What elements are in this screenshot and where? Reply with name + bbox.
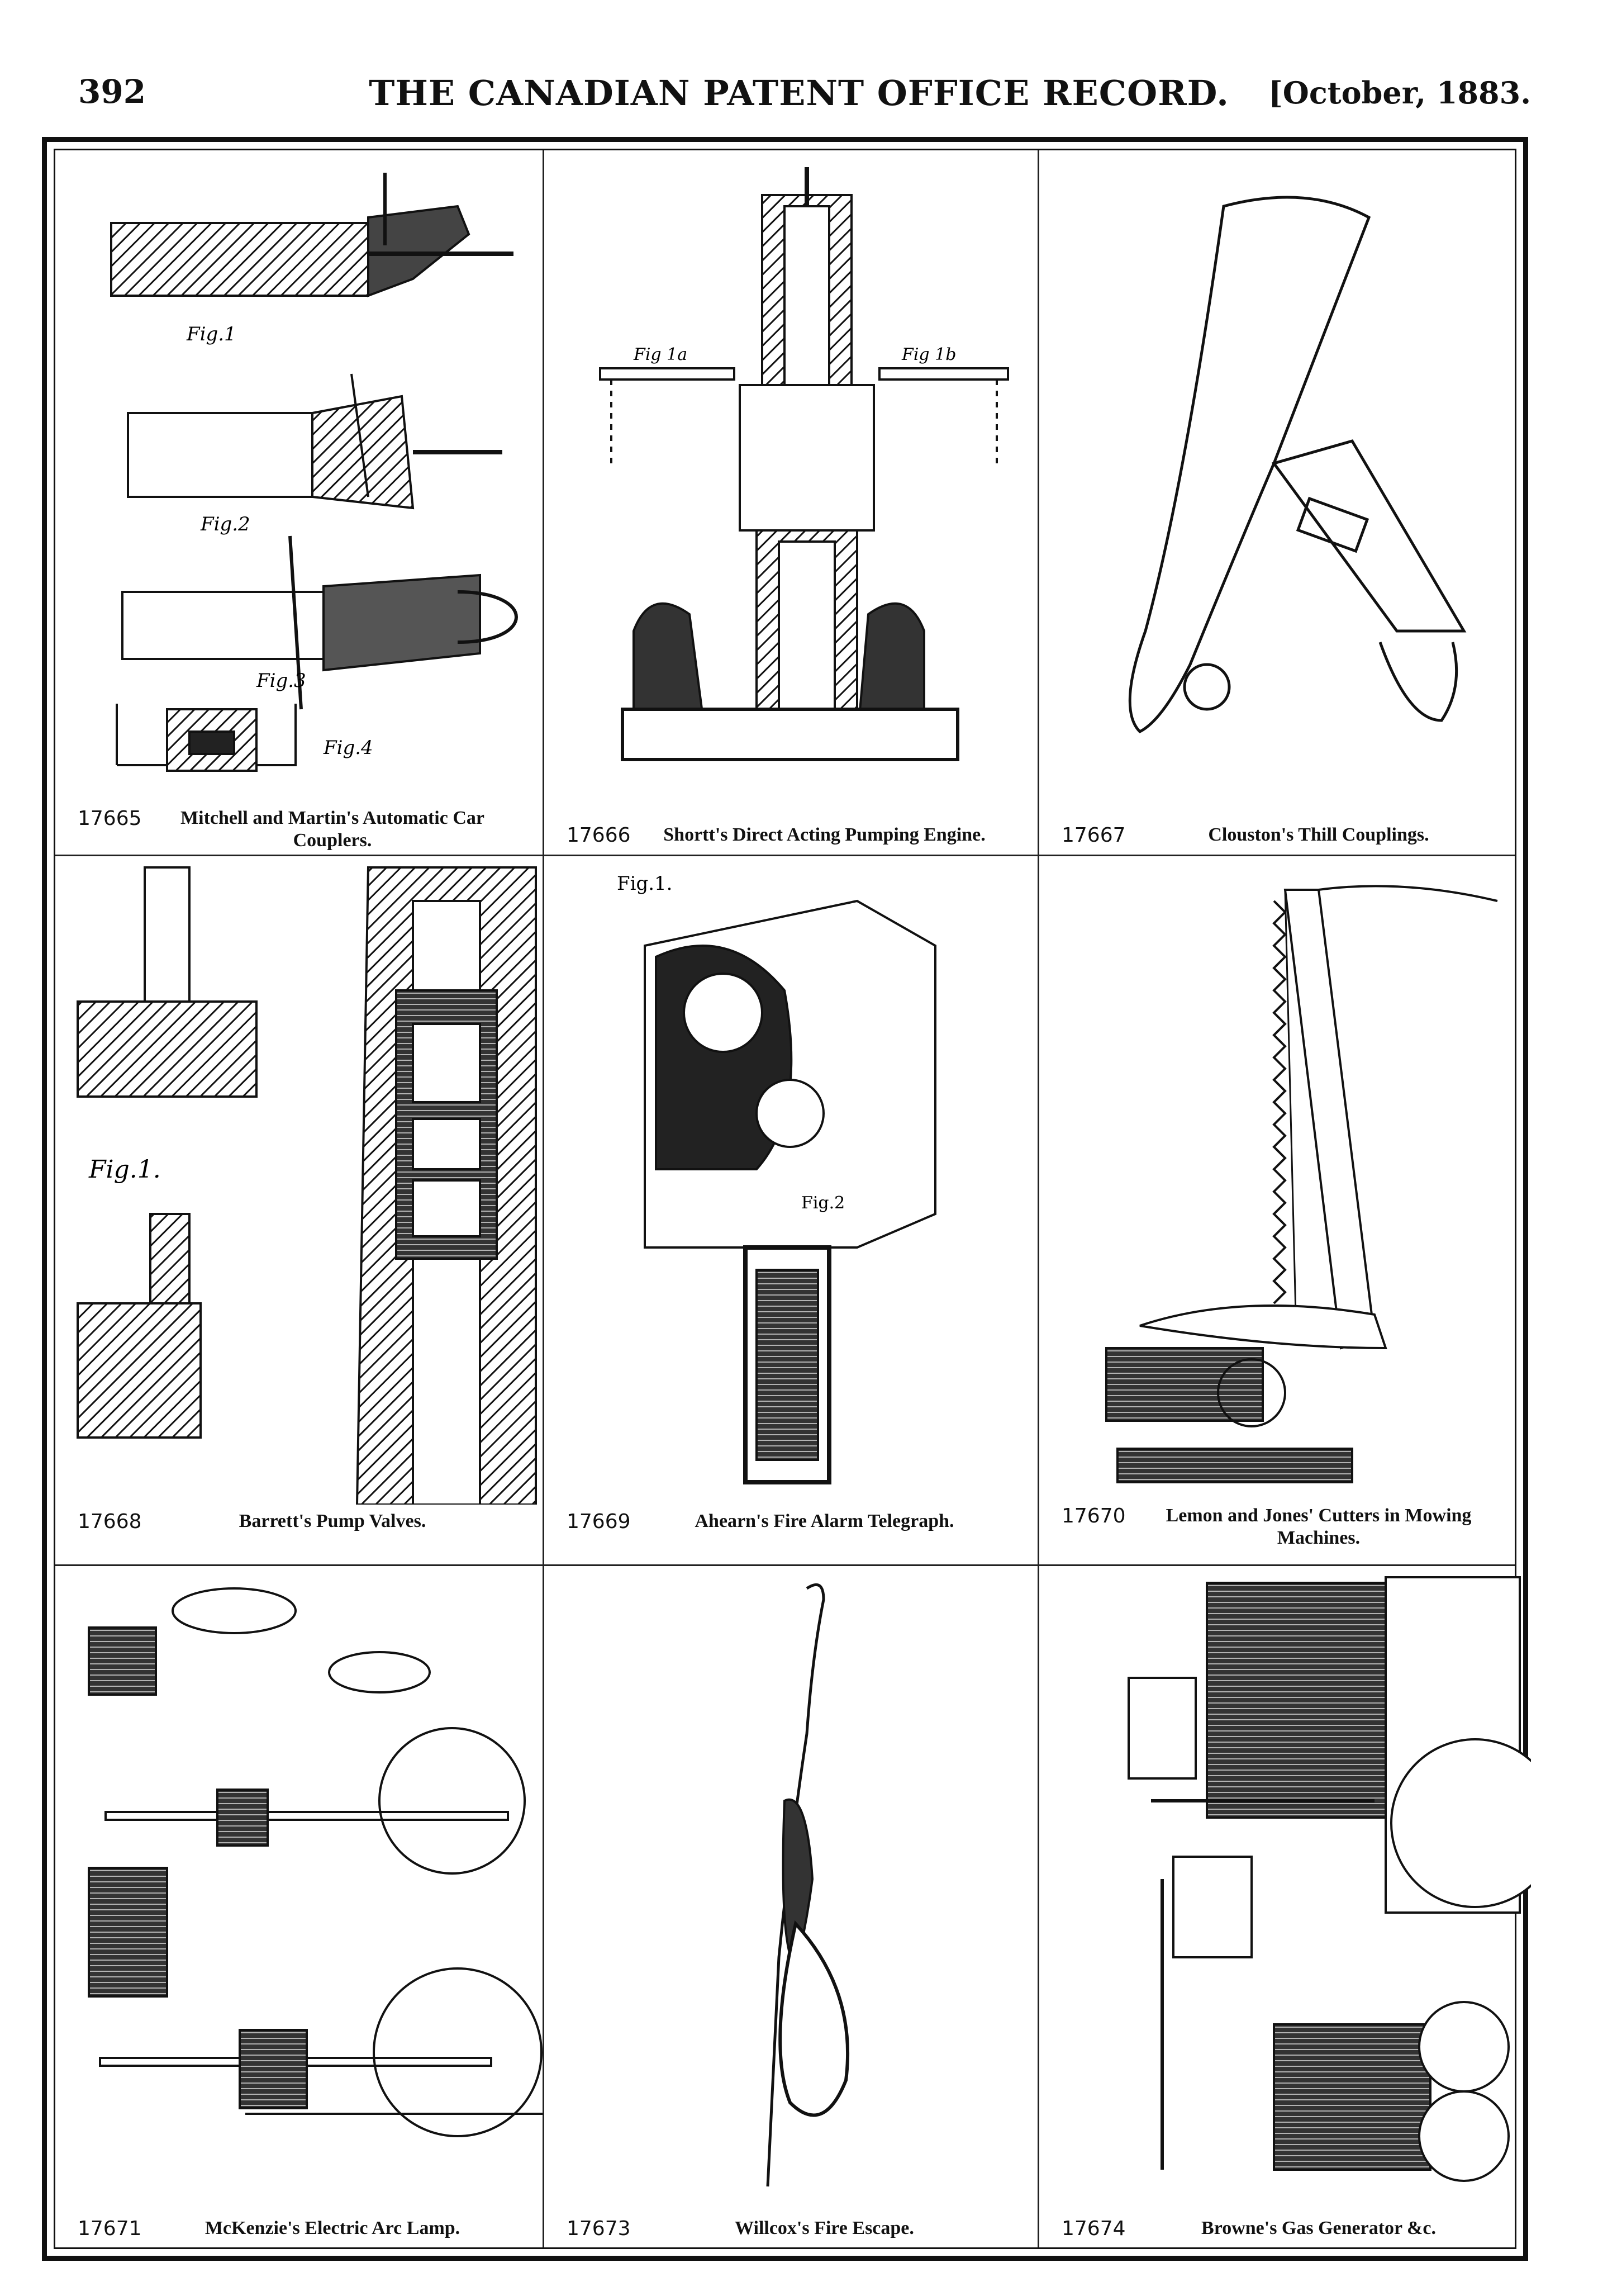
caption-text: McKenzie's Electric Arc Lamp. [204,2218,460,2238]
patent-number: 17670 [1062,1505,1126,1527]
fig1-label: Fig.1 [186,323,236,345]
figure-cell-17666: Fig 1a Fig 1b 17666 Shortt's Direct Acti… [544,150,1038,855]
caption-text: Clouston's Thill Couplings. [1208,824,1429,845]
figure-cell-17671: 17671 McKenzie's Electric Arc Lamp. [55,1566,543,2259]
figure-cell-17674: 17674 Browne's Gas Generator &c. [1039,1566,1531,2259]
patent-number: 17667 [1062,824,1126,847]
page-number: 392 [78,73,146,111]
fig1-label: Fig.1. [88,1155,161,1184]
patent-number: 17668 [78,1510,142,1533]
car-coupler-drawing: Fig.1 Fig.2 Fig.3 Fig.4 [110,173,518,772]
grid-divider-vertical-1 [543,150,544,2247]
pump-valves-drawing: Fig.1. [77,866,537,1505]
figure-cell-17668: Fig.1. 17668 Barrett's Pump Valves. [55,856,543,1564]
caption-text: Mitchell and Martin's Automatic Car Coup… [180,808,484,851]
fig4-label: Fig.4 [323,737,373,759]
figure-cell-17670: 17670 Lemon and Jones' Cutters in Mowing… [1039,856,1531,1564]
caption-text: Lemon and Jones' Cutters in Mowing Machi… [1166,1505,1472,1548]
thill-coupling-drawing [1128,196,1467,734]
fire-escape-drawing [766,1583,850,2187]
fig1-label: Fig.1. [617,872,672,895]
fig3-label: Fig.3 [256,670,306,692]
patent-number: 17673 [567,2217,631,2240]
caption-text: Ahearn's Fire Alarm Telegraph. [695,1511,954,1531]
fig2-label: Fig.2 [200,513,250,535]
mowing-cutter-drawing [1105,885,1498,1483]
figure-cell-17665: Fig.1 Fig.2 Fig.3 Fig.4 17665 Mitchell a… [55,150,543,855]
gas-generator-drawing [1128,1576,1531,2182]
figure-cell-17667: 17667 Clouston's Thill Couplings. [1039,150,1531,855]
grid-divider-vertical-2 [1038,150,1039,2247]
patent-number: 17666 [567,824,631,847]
arc-lamp-drawing [88,1587,543,2137]
caption-text: Shortt's Direct Acting Pumping Engine. [663,824,986,845]
fig1a-label: Fig 1a [633,345,687,364]
grid-divider-horizontal-1 [55,855,1515,856]
fire-alarm-drawing: Fig.1. Fig.2 [617,872,936,1484]
publication-title: THE CANADIAN PATENT OFFICE RECORD. [369,73,1229,113]
issue-date: [October, 1883. [1268,75,1531,111]
figure-cell-17669: Fig.1. Fig.2 17669 Ahearn's Fire Alarm T… [544,856,1038,1564]
grid-divider-horizontal-2 [55,1564,1515,1566]
caption-text: Browne's Gas Generator &c. [1201,2218,1436,2238]
patent-number: 17674 [1062,2217,1126,2240]
page-header: 392 THE CANADIAN PATENT OFFICE RECORD. [… [0,67,1598,129]
caption-text: Barrett's Pump Valves. [239,1511,426,1531]
fig1b-label: Fig 1b [901,345,956,364]
plate-frame: Fig.1 Fig.2 Fig.3 Fig.4 17665 Mitchell a… [42,137,1531,2261]
patent-number: 17671 [78,2217,142,2240]
caption-text: Willcox's Fire Escape. [735,2218,914,2238]
pumping-engine-drawing: Fig 1a Fig 1b [599,167,1009,761]
fig2-label: Fig.2 [801,1193,845,1213]
patent-number: 17669 [567,1510,631,1533]
patent-number: 17665 [78,807,142,830]
figure-cell-17673: 17673 Willcox's Fire Escape. [544,1566,1038,2259]
plate-grid: Fig.1 Fig.2 Fig.3 Fig.4 17665 Mitchell a… [54,149,1531,2249]
